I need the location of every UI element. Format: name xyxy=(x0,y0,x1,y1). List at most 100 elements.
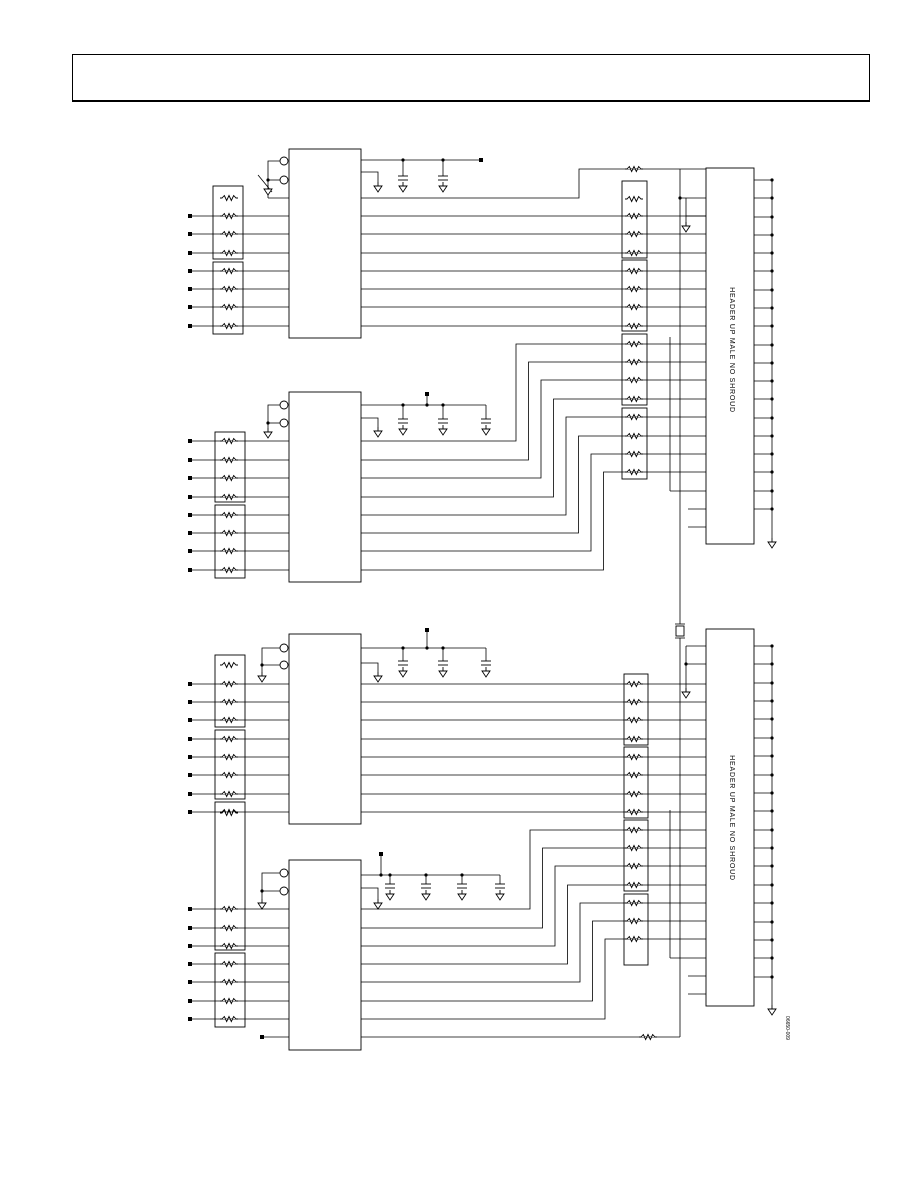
ic-block-3 xyxy=(288,633,362,825)
junction-dot xyxy=(425,646,429,650)
terminal-pad xyxy=(188,718,192,722)
resistor-icon xyxy=(220,285,238,293)
junction-dot xyxy=(770,251,774,255)
terminal-pad xyxy=(425,392,429,396)
resistor-icon xyxy=(220,474,238,482)
junction-dot xyxy=(260,889,264,893)
ic-block-2 xyxy=(288,391,362,583)
junction-dot xyxy=(770,361,774,365)
wire xyxy=(361,168,706,199)
terminal-pad xyxy=(188,944,192,948)
signal xyxy=(361,884,706,965)
left-resistor-network xyxy=(212,185,244,260)
signal xyxy=(361,920,706,1002)
right-resistor-network xyxy=(623,819,649,892)
junction-dot xyxy=(770,846,774,850)
junction-dot xyxy=(770,178,774,182)
pin-ring xyxy=(279,643,289,653)
terminal-pad xyxy=(188,568,192,572)
resistor-icon xyxy=(625,285,643,293)
ground-icon xyxy=(263,431,273,439)
junction-dot xyxy=(684,662,688,666)
terminal-pad xyxy=(188,682,192,686)
pin-ring xyxy=(279,400,289,410)
resistor-icon xyxy=(625,698,643,706)
terminal-pad xyxy=(260,1035,264,1039)
terminal-pad xyxy=(188,926,192,930)
junction-dot xyxy=(379,873,383,877)
signal xyxy=(361,361,706,461)
terminal-pad xyxy=(188,232,192,236)
resistor-icon xyxy=(625,468,643,476)
resistor-icon xyxy=(220,529,238,537)
resistor-icon xyxy=(220,1015,238,1023)
ground-icon xyxy=(263,188,273,196)
header-top xyxy=(705,167,755,545)
resistor-icon xyxy=(220,267,238,275)
wire xyxy=(361,662,379,672)
ground-icon xyxy=(373,185,383,193)
junction-dot xyxy=(770,343,774,347)
resistor-icon xyxy=(220,194,238,202)
signal xyxy=(361,829,706,910)
resistor-icon xyxy=(220,960,238,968)
signal xyxy=(361,435,706,534)
junction-dot xyxy=(770,901,774,905)
resistor-icon xyxy=(625,844,643,852)
junction-dot xyxy=(770,809,774,813)
resistor-icon xyxy=(625,195,643,203)
resistor-icon xyxy=(625,716,643,724)
junction-dot xyxy=(770,233,774,237)
resistor-icon xyxy=(625,899,643,907)
terminal-pad xyxy=(425,628,429,632)
terminal-pad xyxy=(188,269,192,273)
terminal-pad xyxy=(188,549,192,553)
signal xyxy=(361,471,706,571)
junction-dot xyxy=(770,681,774,685)
resistor-icon xyxy=(220,716,238,724)
resistor-icon xyxy=(220,511,238,519)
junction-dot xyxy=(770,416,774,420)
terminal-pad xyxy=(188,439,192,443)
junction-dot xyxy=(441,646,445,650)
junction-dot xyxy=(770,452,774,456)
resistor-icon xyxy=(220,322,238,330)
left-resistor-network xyxy=(214,431,246,503)
junction-dot xyxy=(401,646,405,650)
wire xyxy=(679,169,706,199)
terminal-pad xyxy=(188,531,192,535)
signal xyxy=(361,379,706,479)
pin-ring xyxy=(279,660,289,670)
title-box xyxy=(72,54,870,102)
pin-ring xyxy=(279,156,289,166)
junction-dot xyxy=(401,158,405,162)
resistor-icon xyxy=(220,212,238,220)
junction-dot xyxy=(678,196,682,200)
ground-icon xyxy=(373,430,383,438)
resistor-icon xyxy=(625,450,643,458)
components xyxy=(212,148,777,1051)
resistor-icon xyxy=(625,303,643,311)
right-resistor-network xyxy=(623,673,649,746)
junction-dot xyxy=(770,507,774,511)
resistor-icon xyxy=(625,267,643,275)
ground-icon xyxy=(438,428,448,436)
signal xyxy=(361,343,706,442)
wire xyxy=(261,647,280,672)
terminal-pad xyxy=(188,1017,192,1021)
ground-icon xyxy=(373,902,383,910)
junction-dot xyxy=(770,717,774,721)
resistor-icon xyxy=(220,997,238,1005)
right-resistor-network xyxy=(623,746,649,819)
ground-icon xyxy=(767,541,777,549)
resistor-icon xyxy=(625,249,643,257)
junction-dot xyxy=(770,269,774,273)
terminal-pad xyxy=(188,495,192,499)
ground-icon xyxy=(373,675,383,683)
resistor-icon xyxy=(625,881,643,889)
resistor-icon xyxy=(220,456,238,464)
junction-dot xyxy=(770,699,774,703)
ground-icon xyxy=(398,428,408,436)
resistor-icon xyxy=(625,212,643,220)
